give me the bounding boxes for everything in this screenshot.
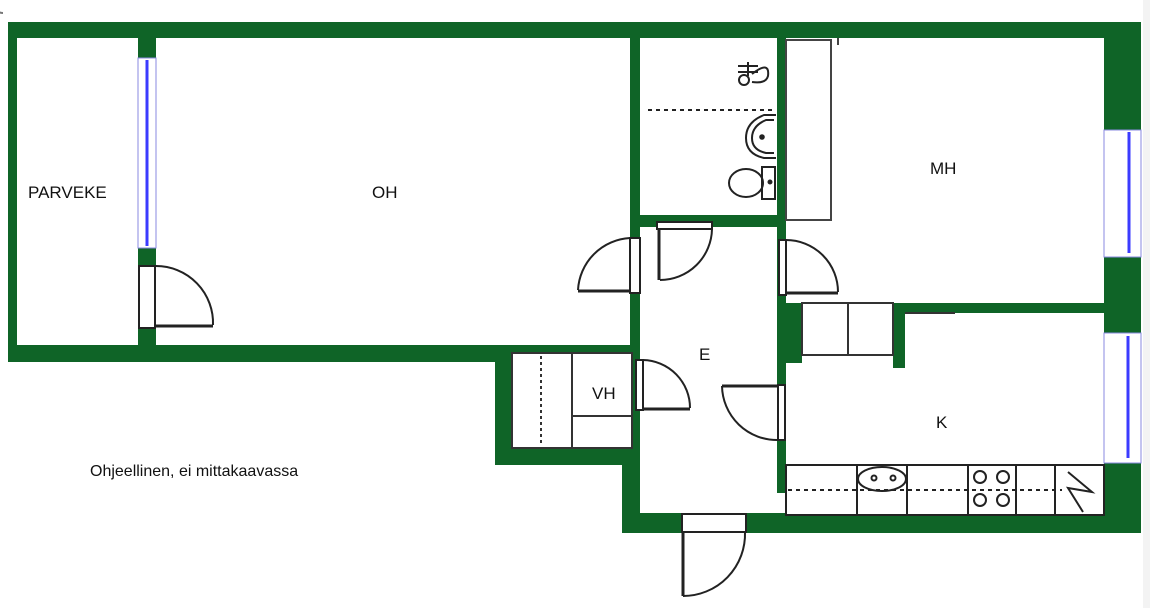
room-label-e: E <box>699 345 711 364</box>
closet-icon <box>801 302 955 356</box>
shower-icon <box>738 62 770 86</box>
sink-icon <box>744 114 776 159</box>
kitchen-sink-icon <box>856 464 908 516</box>
window-icon <box>137 57 1142 464</box>
room-label-vh: VH <box>592 384 616 403</box>
bathroom-fixtures <box>648 62 776 200</box>
fridge-icon <box>1054 464 1105 516</box>
door-swing-icon <box>138 221 839 597</box>
walls <box>8 22 1141 533</box>
room-label-k: K <box>936 413 948 432</box>
scale-disclaimer: Ohjeellinen, ei mittakaavassa <box>90 463 299 480</box>
room-label-parveke: PARVEKE <box>28 183 107 202</box>
closet-icon <box>785 38 839 221</box>
closet-icon <box>511 352 633 449</box>
toilet-icon <box>728 166 776 200</box>
room-label-mh: MH <box>930 159 957 178</box>
kitchen-counter <box>785 464 1105 516</box>
stove-icon <box>967 464 1017 516</box>
room-label-oh: OH <box>372 183 398 202</box>
